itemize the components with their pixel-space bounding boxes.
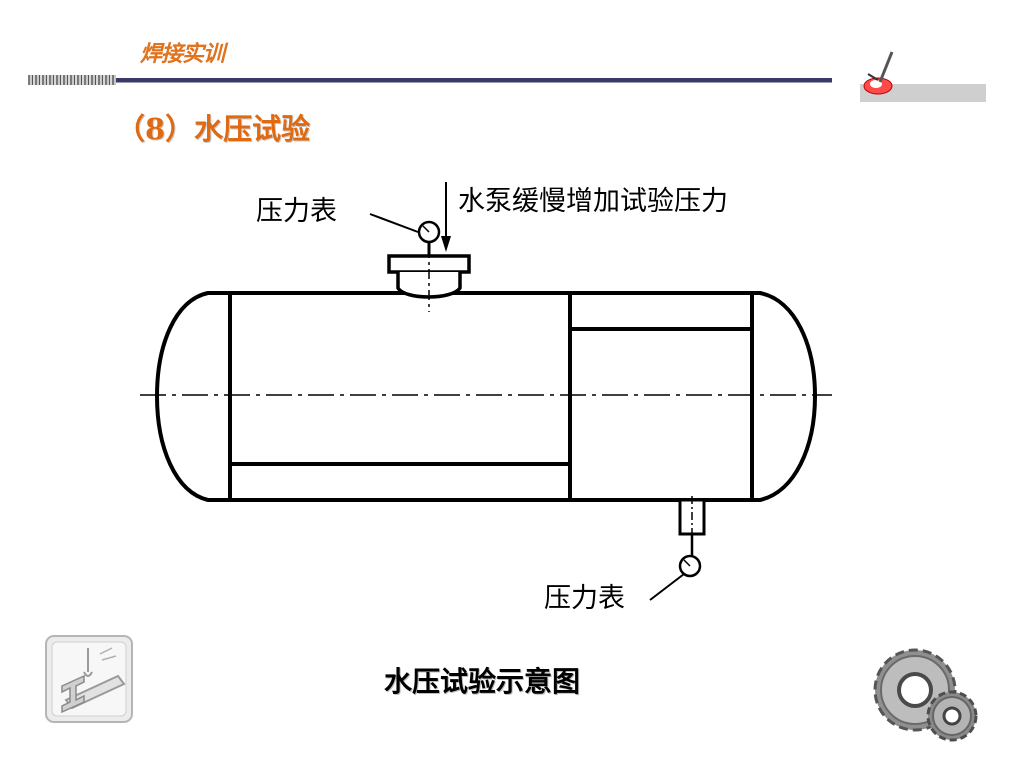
pump-arrow (441, 182, 451, 252)
header-hatch-bar (28, 75, 116, 85)
gauge-bottom-leader (649, 573, 685, 601)
gauge-bottom-icon (678, 554, 702, 578)
gauge-top-leader (369, 213, 419, 233)
gauge-top-icon (417, 220, 441, 256)
label-gauge-top: 压力表 (256, 196, 337, 227)
crane-beam-icon (45, 635, 133, 723)
gears-icon (873, 648, 978, 742)
label-pump: 水泵缓慢增加试验压力 (458, 186, 728, 217)
header-rule (116, 78, 832, 83)
header-tag: 焊接实训 (140, 42, 225, 67)
vessel-shell (154, 291, 818, 502)
diagram-caption: 水压试验示意图 (384, 665, 581, 698)
welding-torch-icon (863, 51, 894, 95)
label-gauge-bottom: 压力表 (544, 583, 625, 614)
top-nozzle (387, 248, 471, 312)
slide-title: （8）水压试验 (116, 112, 311, 146)
pressure-vessel (154, 291, 818, 502)
bottom-nozzle (678, 496, 706, 556)
